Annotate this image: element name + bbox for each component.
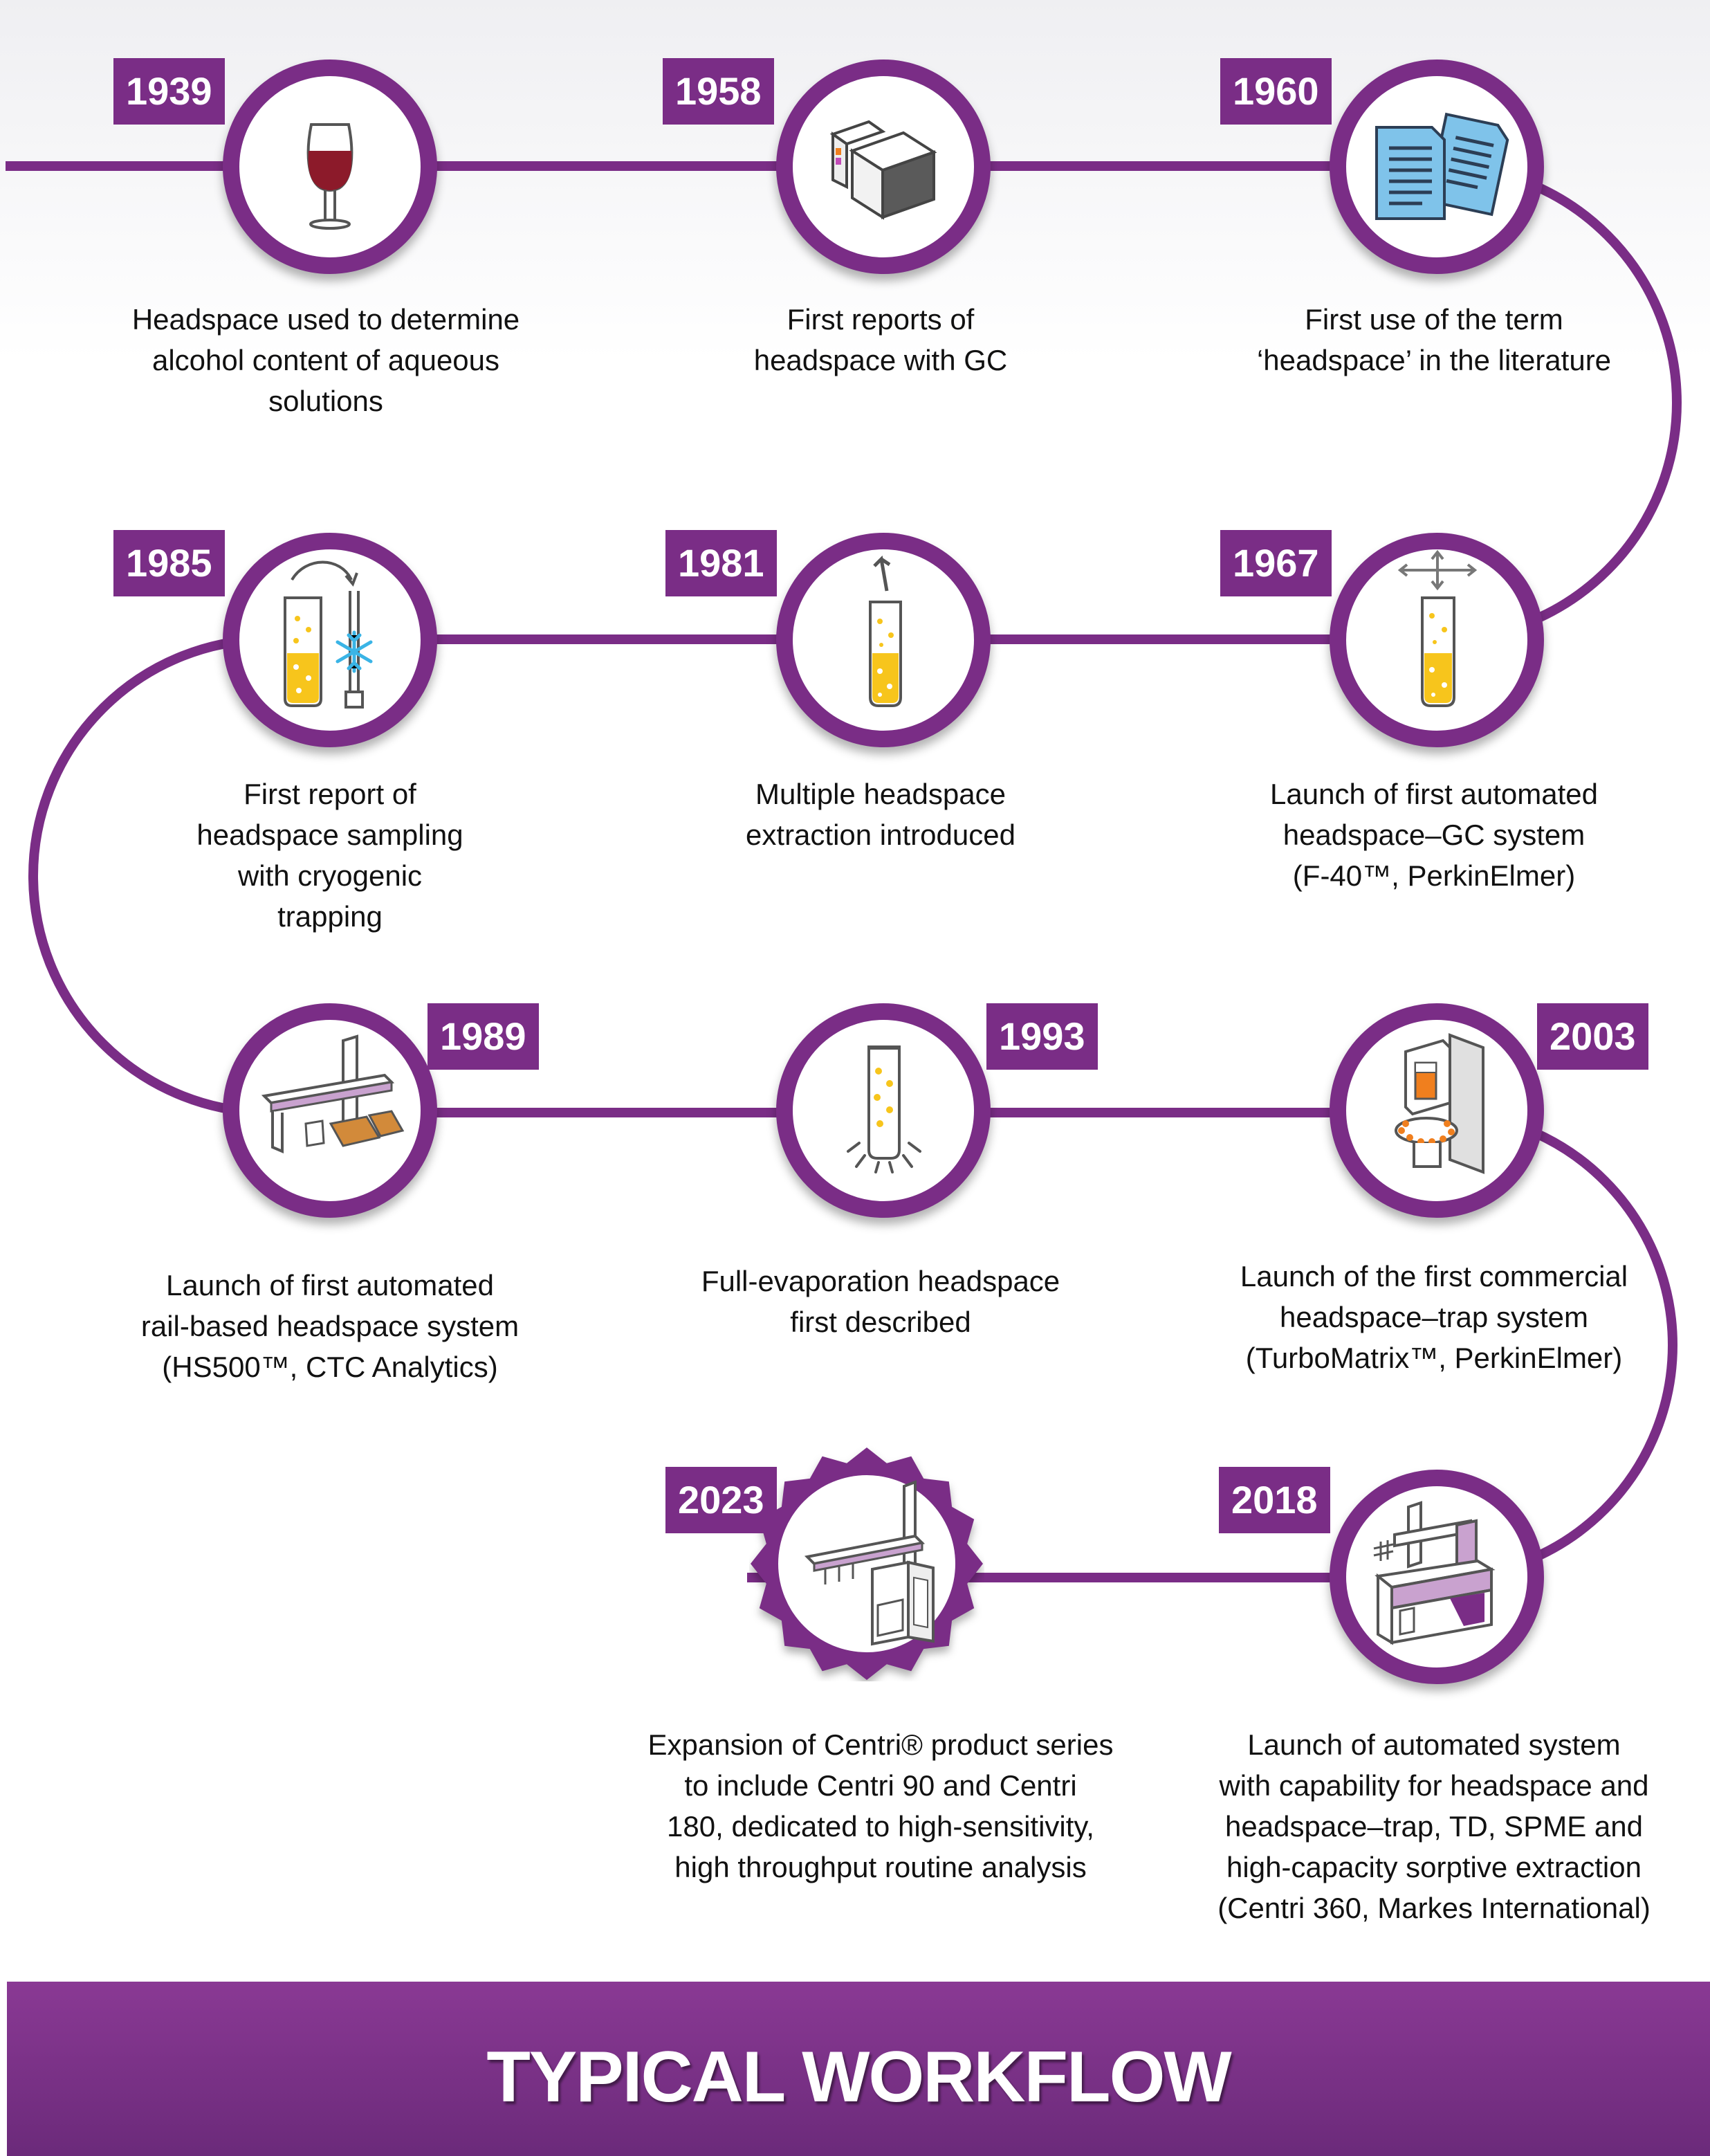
milestone-caption: Launch of the first commercial headspace… (1240, 1260, 1628, 1374)
milestone-caption: Launch of first automated rail-based hea… (140, 1269, 520, 1383)
cryogenic-trap-icon (284, 560, 373, 709)
vial-extraction-icon (869, 555, 902, 707)
starburst-badge (751, 1447, 983, 1680)
milestone-node (1330, 533, 1544, 747)
year-tag: 1958 (663, 58, 774, 125)
milestone-caption: Launch of automated system with capabili… (1217, 1728, 1651, 1924)
year-tag: 2003 (1537, 1003, 1648, 1070)
year-tag: 1960 (1220, 58, 1332, 125)
milestone-node (776, 533, 991, 747)
milestone-caption: Multiple headspace extraction introduced (746, 778, 1015, 851)
milestone-node (1330, 1470, 1544, 1684)
documents-icon (1375, 112, 1509, 220)
milestone-caption: Launch of first automated headspace–GC s… (1270, 778, 1598, 892)
milestone-caption: Full-evaporation headspace first describ… (701, 1265, 1060, 1338)
section-banner: TYPICAL WORKFLOW (7, 1982, 1710, 2156)
year-tag: 1967 (1220, 530, 1332, 596)
year-tag: 1939 (113, 58, 225, 125)
centri-360-icon (1373, 1501, 1496, 1645)
wine-glass-icon (306, 123, 353, 230)
milestone-caption: First use of the term ‘headspace’ in the… (1256, 303, 1612, 376)
milestone-caption: First reports of headspace with GC (753, 303, 1008, 376)
milestone-caption: Headspace used to determine alcohol cont… (131, 303, 520, 417)
milestone-caption: Expansion of Centri® product series to i… (647, 1728, 1114, 1883)
timeline-path (6, 161, 1682, 1582)
year-tag: 1993 (986, 1003, 1098, 1070)
year-tag: 1985 (113, 530, 225, 596)
year-tag: 1989 (428, 1003, 539, 1070)
milestone-starburst-node (749, 1446, 984, 1681)
milestone-node (223, 1003, 437, 1218)
year-tag: 2018 (1219, 1467, 1330, 1533)
milestone-node (1330, 60, 1544, 274)
milestone-node (223, 60, 437, 274)
milestone-node (776, 60, 991, 274)
milestone-caption: First report of headspace sampling with … (196, 778, 463, 933)
shaken-vial-icon (1397, 549, 1478, 707)
headspace-trap-icon (1395, 1033, 1484, 1174)
year-tag: 1981 (665, 530, 777, 596)
banner-title: TYPICAL WORKFLOW (486, 2037, 1231, 2117)
evaporating-vial-icon (847, 1045, 921, 1173)
milestone-node (776, 1003, 991, 1218)
centri-90-180-icon (804, 1480, 935, 1646)
milestone-node (223, 533, 437, 747)
year-tag: 2023 (665, 1467, 777, 1533)
rail-autosampler-icon (261, 1034, 405, 1154)
gc-instrument-icon (829, 120, 937, 220)
milestone-node (1330, 1003, 1544, 1218)
